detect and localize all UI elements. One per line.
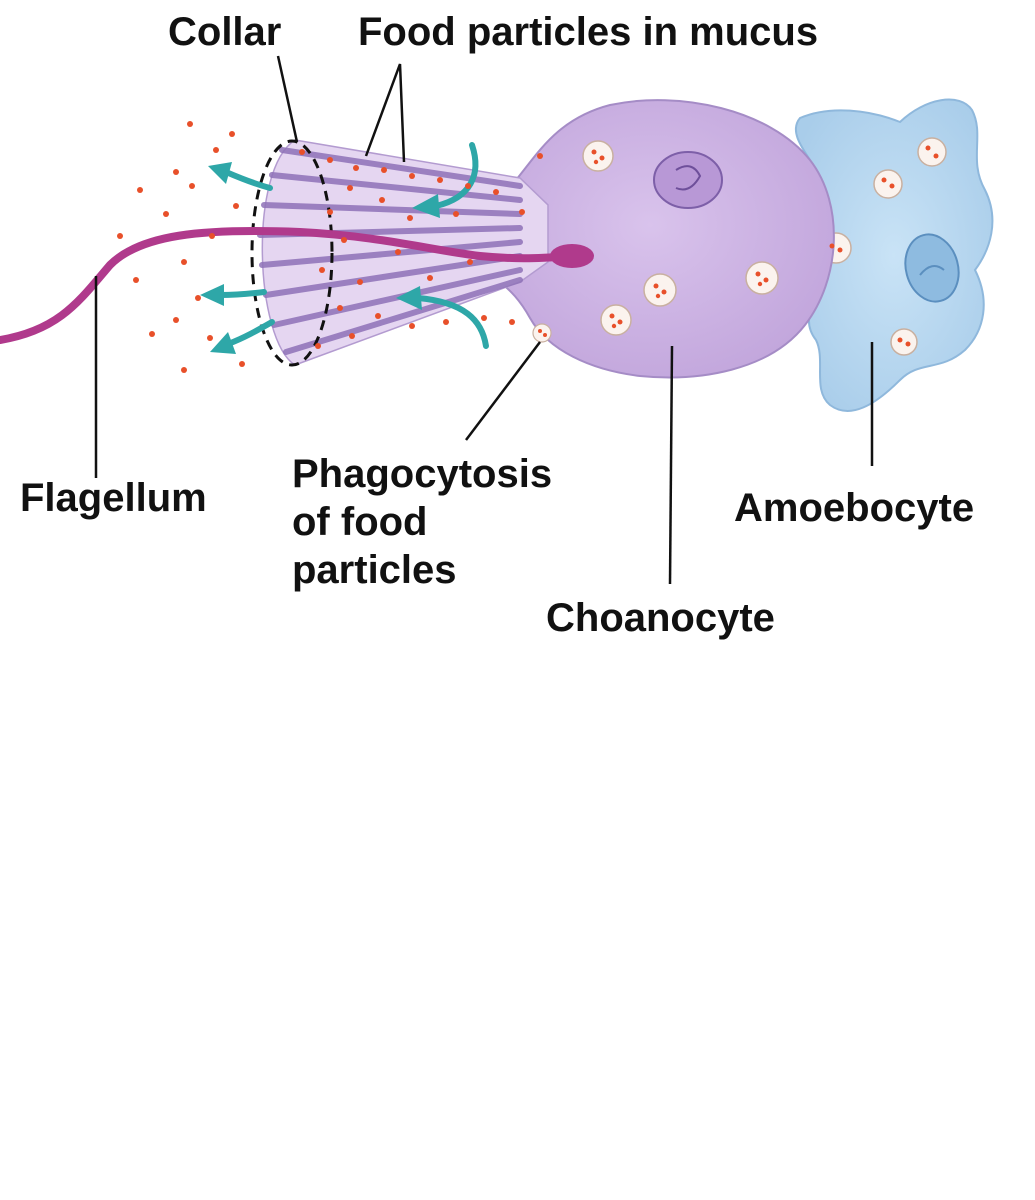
choanocyte-cell (499, 99, 939, 379)
label-collar: Collar (168, 10, 282, 54)
vacuole-particles (538, 145, 939, 347)
label-food-particles-in-mucus: Food particles in mucus (358, 10, 819, 54)
choanocyte-nucleus (653, 151, 723, 209)
leader-lines (94, 55, 874, 585)
choanocyte-food-vacuoles (532, 140, 779, 343)
label-phagocytosis-line-3: particles (292, 548, 457, 592)
collar-rim (250, 139, 334, 367)
label-phagocytosis-line-2: of food (292, 500, 428, 544)
food-particles (117, 121, 543, 373)
collar-microvilli (250, 139, 549, 367)
collar-leader (276, 55, 299, 143)
water-current-arrowheads (200, 162, 440, 354)
label-flagellum: Flagellum (20, 476, 207, 520)
label-amoebocyte: Amoebocyte (734, 486, 975, 530)
phagocytosis-leader (465, 341, 541, 441)
label-phagocytosis: Phagocytosis of food particles (292, 450, 552, 594)
food-particles-leader (364, 63, 406, 163)
label-choanocyte: Choanocyte (546, 596, 775, 640)
label-phagocytosis-line-1: Phagocytosis (292, 452, 553, 496)
choanocyte-leader (668, 345, 674, 585)
amoebocyte-cell (794, 98, 994, 412)
flagellum (0, 227, 594, 344)
